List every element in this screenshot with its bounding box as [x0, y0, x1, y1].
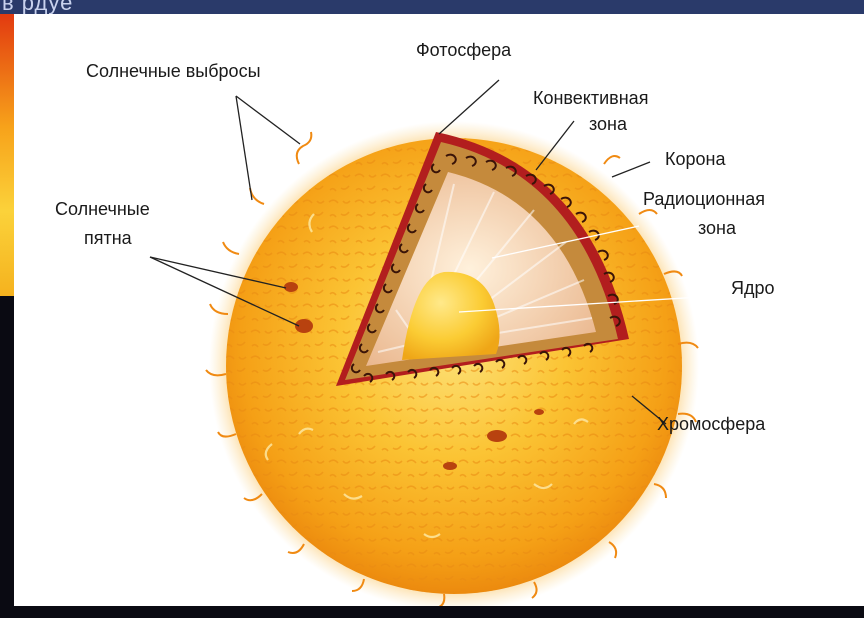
- label-photosphere: Фотосфера: [416, 40, 512, 60]
- label-sunspots-line1: Солнечные: [55, 199, 150, 219]
- label-radiative-zone-line2: зона: [698, 218, 737, 238]
- sunspot: [284, 282, 298, 292]
- slide-bottom-edge: [0, 606, 864, 618]
- label-core: Ядро: [731, 278, 775, 298]
- sunspot: [534, 409, 544, 415]
- sunspot: [443, 462, 457, 470]
- sunspot: [487, 430, 507, 442]
- label-corona: Корона: [665, 149, 726, 169]
- label-convective-zone-line1: Конвективная: [533, 88, 648, 108]
- sun-structure-diagram-panel: Солнечные выбросы Фотосфера Конвективная…: [14, 14, 864, 618]
- slide-title-bar: в рдуе: [0, 0, 864, 14]
- label-sunspots-line2: пятна: [84, 228, 133, 248]
- label-chromosphere: Хромосфера: [657, 414, 766, 434]
- sun-structure-diagram: Солнечные выбросы Фотосфера Конвективная…: [14, 14, 864, 606]
- label-convective-zone-line2: зона: [589, 114, 628, 134]
- label-radiative-zone-line1: Радиоционная: [643, 189, 765, 209]
- adjacent-image-strip: [0, 14, 14, 296]
- label-prominences: Солнечные выбросы: [86, 61, 261, 81]
